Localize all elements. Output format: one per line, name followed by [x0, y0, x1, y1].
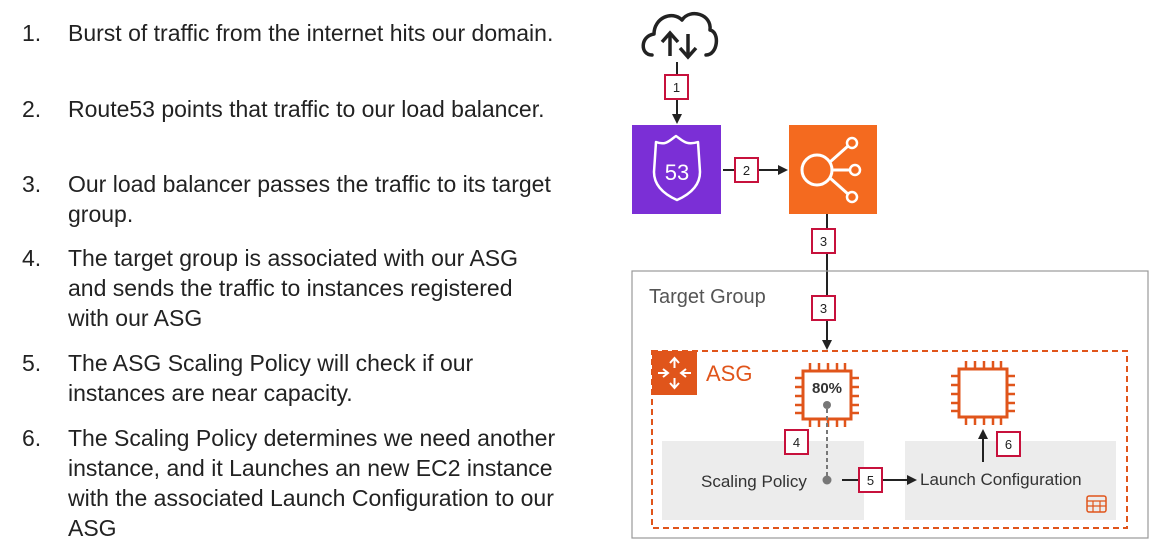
- route53-icon: 53: [632, 125, 721, 214]
- ec2-instance-new-icon: [951, 361, 1015, 425]
- target-group-box: [631, 270, 1149, 539]
- launch-configuration-label: Launch Configuration: [920, 470, 1082, 489]
- asg-label: ASG: [706, 361, 752, 386]
- svg-text:6: 6: [1005, 437, 1012, 452]
- svg-text:2: 2: [743, 163, 750, 178]
- step-text: The ASG Scaling Policy will check if our…: [68, 350, 474, 406]
- scaling-policy-dot: [822, 475, 832, 485]
- step-text: The target group is associated with our …: [68, 245, 519, 331]
- step-badge-5: 5: [858, 467, 883, 493]
- table-icon: [1086, 495, 1107, 513]
- step-number: 4.: [22, 245, 42, 271]
- step-text: Our load balancer passes the traffic to …: [68, 171, 551, 227]
- svg-text:3: 3: [820, 301, 827, 316]
- scaling-policy-label: Scaling Policy: [701, 472, 807, 491]
- step-number: 5.: [22, 350, 42, 376]
- svg-text:3: 3: [820, 234, 827, 249]
- svg-text:53: 53: [665, 160, 689, 185]
- svg-text:4: 4: [793, 435, 800, 450]
- step-text: Burst of traffic from the internet hits …: [68, 20, 554, 46]
- svg-text:1: 1: [673, 80, 680, 95]
- svg-text:5: 5: [867, 473, 874, 488]
- step-badge-3a: 3: [811, 228, 836, 254]
- step-number: 1.: [22, 20, 42, 46]
- step-number: 6.: [22, 425, 42, 451]
- step-badge-4: 4: [784, 429, 809, 455]
- step-badge-3b: 3: [811, 295, 836, 321]
- ec2-instance-80-icon: 80%: [795, 363, 859, 427]
- load-balancer-icon: [789, 125, 877, 214]
- internet-cloud-icon: [641, 11, 719, 60]
- step-number: 3.: [22, 171, 42, 197]
- step-badge-2: 2: [734, 157, 759, 183]
- step-badge-6: 6: [996, 431, 1021, 457]
- step-number: 2.: [22, 96, 42, 122]
- asg-box: [651, 350, 1128, 529]
- step-badge-1: 1: [664, 74, 689, 100]
- svg-text:80%: 80%: [812, 380, 842, 397]
- step-text: Route53 points that traffic to our load …: [68, 96, 545, 122]
- asg-icon: [652, 351, 697, 395]
- target-group-label: Target Group: [649, 286, 766, 308]
- step-text: The Scaling Policy determines we need an…: [68, 425, 556, 541]
- steps-list: 1. Burst of traffic from the internet hi…: [22, 20, 556, 541]
